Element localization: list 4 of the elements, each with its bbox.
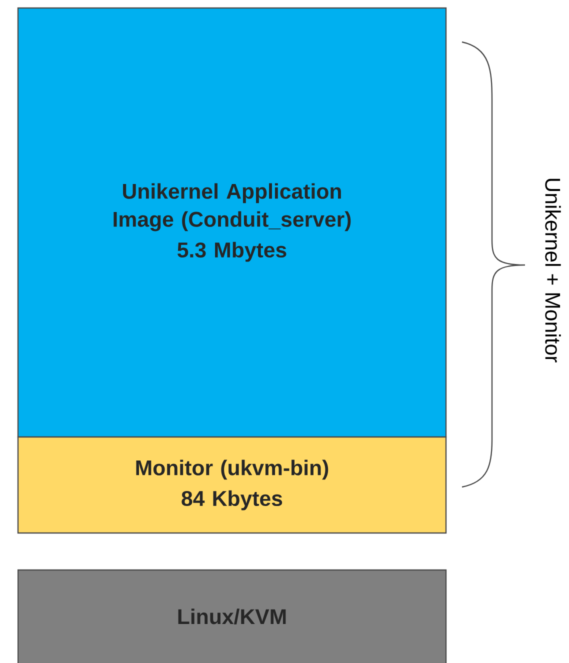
monitor-box: Monitor (ukvm-bin) 84 Kbytes xyxy=(17,436,447,534)
host-box: Linux/KVM xyxy=(17,569,447,663)
side-label: Unikernel + Monitor xyxy=(545,178,561,362)
image-box: Unikernel Application Image (Conduit_server) 5.3 Mbytes xyxy=(17,7,447,438)
